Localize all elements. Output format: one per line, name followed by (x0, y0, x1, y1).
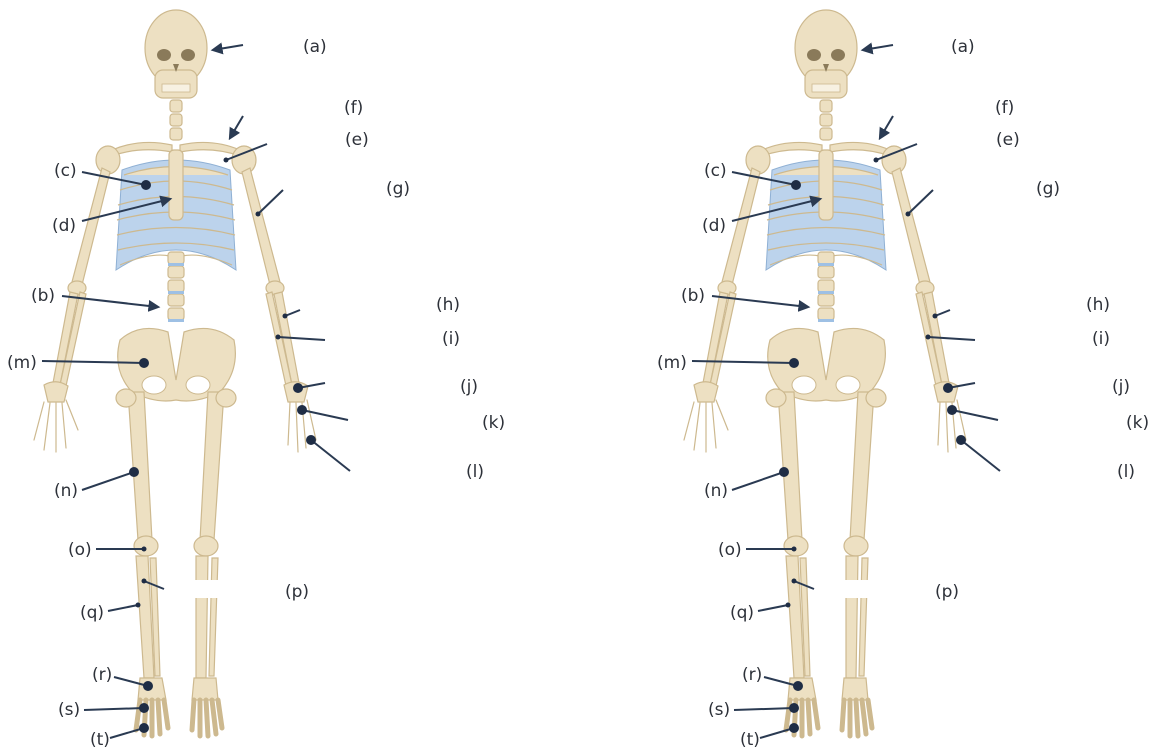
label-e: (e) (345, 130, 369, 150)
label-q: (q) (730, 603, 754, 623)
label-l: (l) (466, 462, 484, 482)
label-a: (a) (951, 37, 975, 57)
label-q: (q) (80, 603, 104, 623)
label-o: (o) (68, 540, 92, 560)
label-h: (h) (436, 295, 460, 315)
label-f: (f) (344, 98, 363, 118)
label-g: (g) (386, 179, 410, 199)
label-k: (k) (1126, 413, 1149, 433)
label-s: (s) (708, 700, 730, 720)
label-e: (e) (996, 130, 1020, 150)
label-o: (o) (718, 540, 742, 560)
label-m: (m) (7, 353, 37, 373)
label-n: (n) (54, 481, 78, 501)
label-p: (p) (285, 582, 309, 602)
label-i: (i) (1092, 329, 1110, 349)
label-c: (c) (54, 161, 77, 181)
label-t: (t) (90, 730, 110, 750)
label-d: (d) (52, 216, 76, 236)
label-p: (p) (935, 582, 959, 602)
labels-right: (a) (b) (c) (d) (e) (f) (g) (h) (i) (j) … (657, 37, 1149, 750)
label-j: (j) (1112, 377, 1130, 397)
label-k: (k) (482, 413, 505, 433)
label-r: (r) (742, 665, 762, 685)
label-h: (h) (1086, 295, 1110, 315)
label-b: (b) (31, 286, 55, 306)
label-i: (i) (442, 329, 460, 349)
label-j: (j) (460, 377, 478, 397)
skeleton-left (34, 10, 350, 738)
label-r: (r) (92, 665, 112, 685)
label-f: (f) (995, 98, 1014, 118)
skeleton-right (684, 10, 1000, 738)
label-d: (d) (702, 216, 726, 236)
label-g: (g) (1036, 179, 1060, 199)
label-m: (m) (657, 353, 687, 373)
labels-left: (a) (b) (c) (d) (e) (f) (g) (h) (i) (j) … (7, 37, 505, 750)
label-l: (l) (1117, 462, 1135, 482)
label-n: (n) (704, 481, 728, 501)
label-s: (s) (58, 700, 80, 720)
label-t: (t) (740, 730, 760, 750)
label-b: (b) (681, 286, 705, 306)
label-c: (c) (704, 161, 727, 181)
label-a: (a) (303, 37, 327, 57)
